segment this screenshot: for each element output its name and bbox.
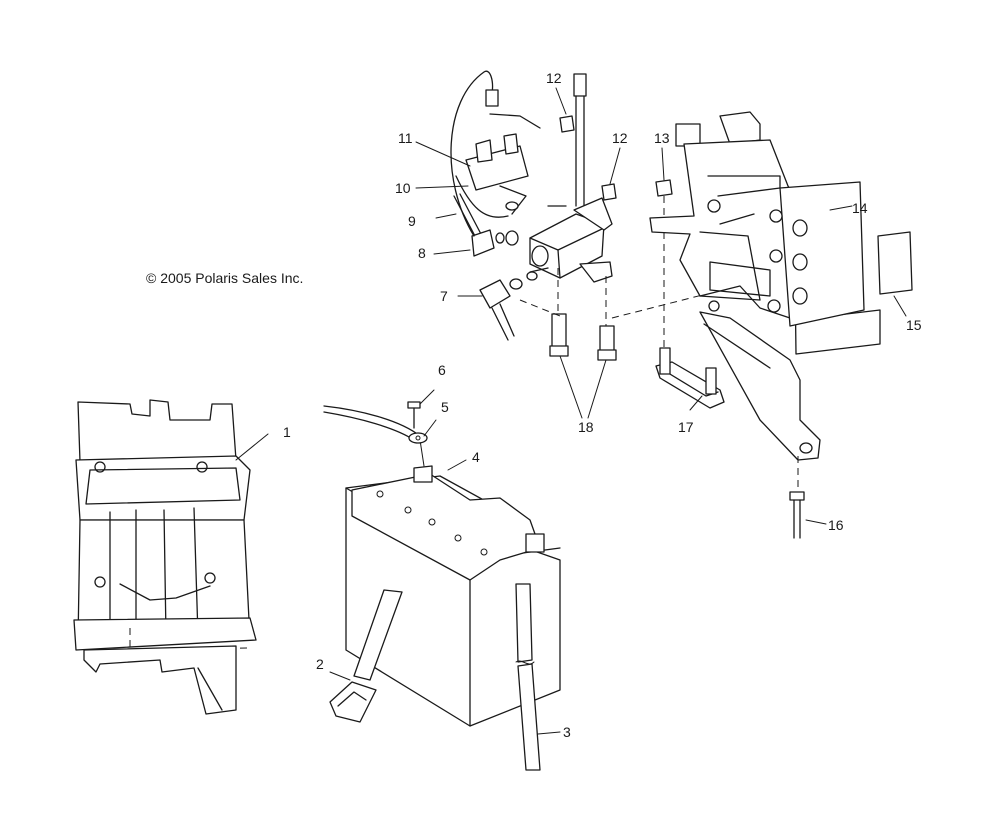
- pin: [789, 456, 827, 539]
- battery: [345, 439, 561, 727]
- cable-end: [457, 271, 538, 341]
- callout-8: 8: [418, 245, 426, 261]
- decal: [877, 231, 913, 317]
- nut-lower: [601, 147, 621, 201]
- battery-holder-bracket: [73, 399, 269, 715]
- callout-14: 14: [852, 200, 868, 216]
- callout-11: 11: [398, 130, 413, 146]
- switch-assembly: [495, 73, 723, 419]
- callout-3: 3: [563, 724, 571, 740]
- callout-5: 5: [441, 399, 449, 415]
- callout-10: 10: [395, 180, 411, 196]
- mounting-bracket: [649, 111, 881, 461]
- copyright-text: © 2005 Polaris Sales Inc.: [146, 270, 303, 286]
- ground-wire: [433, 193, 495, 257]
- retainer-plate: [655, 347, 725, 411]
- callout-17: 17: [678, 419, 694, 435]
- terminal-screw-washer: [323, 389, 437, 444]
- nut-upper: [555, 87, 575, 133]
- callout-13: 13: [654, 130, 670, 146]
- callout-6: 6: [438, 362, 446, 378]
- positive-cable: [515, 583, 561, 771]
- callout-7: 7: [440, 288, 448, 304]
- callout-1: 1: [283, 424, 291, 440]
- callout-15: 15: [906, 317, 922, 333]
- relay-assembly: [415, 70, 541, 237]
- callout-2: 2: [316, 656, 324, 672]
- negative-cable: [329, 589, 403, 723]
- callout-16: 16: [828, 517, 844, 533]
- callout-12a: 12: [546, 70, 562, 86]
- callout-9: 9: [408, 213, 416, 229]
- callout-18: 18: [578, 419, 594, 435]
- callout-4: 4: [472, 449, 480, 465]
- spacer: [655, 147, 673, 350]
- callout-12b: 12: [612, 130, 628, 146]
